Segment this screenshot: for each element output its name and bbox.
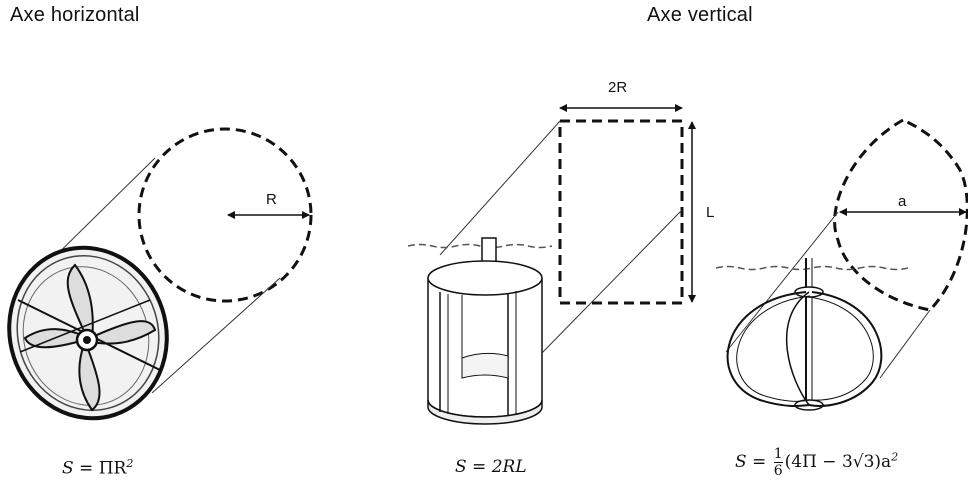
spherical-turbine-figure: [715, 118, 968, 411]
formula-spherical-num: 1: [773, 446, 783, 463]
title-vertical-axis: Axe vertical: [647, 4, 753, 26]
formula-horizontal-body: ΠR: [98, 458, 127, 479]
formula-horizontal-lhs: S =: [62, 458, 99, 479]
swept-lens: [833, 118, 968, 312]
formula-spherical-den: 6: [773, 463, 783, 479]
formula-horizontal-exp: 2: [126, 457, 134, 470]
swept-circle: [137, 127, 313, 303]
swept-rectangle: [558, 119, 684, 305]
formula-cylinder: S = 2RL: [455, 457, 527, 477]
formula-spherical-lhs: S =: [735, 452, 772, 472]
formula-horizontal: S = ΠR2: [62, 457, 133, 479]
side-label: a: [898, 193, 907, 210]
cylinder-turbine-figure: [407, 104, 696, 425]
horizontal-turbine-figure: [7, 127, 313, 421]
water-surface: [407, 243, 553, 249]
turbine-blades: [23, 263, 157, 412]
formula-spherical-rest: (4Π − 3√3)a: [784, 452, 892, 472]
length-label: L: [706, 204, 715, 221]
title-horizontal-axis: Axe horizontal: [10, 4, 140, 26]
radius-label: R: [266, 191, 277, 208]
formula-spherical-exp: 2: [891, 450, 899, 464]
width-label: 2R: [608, 79, 628, 96]
